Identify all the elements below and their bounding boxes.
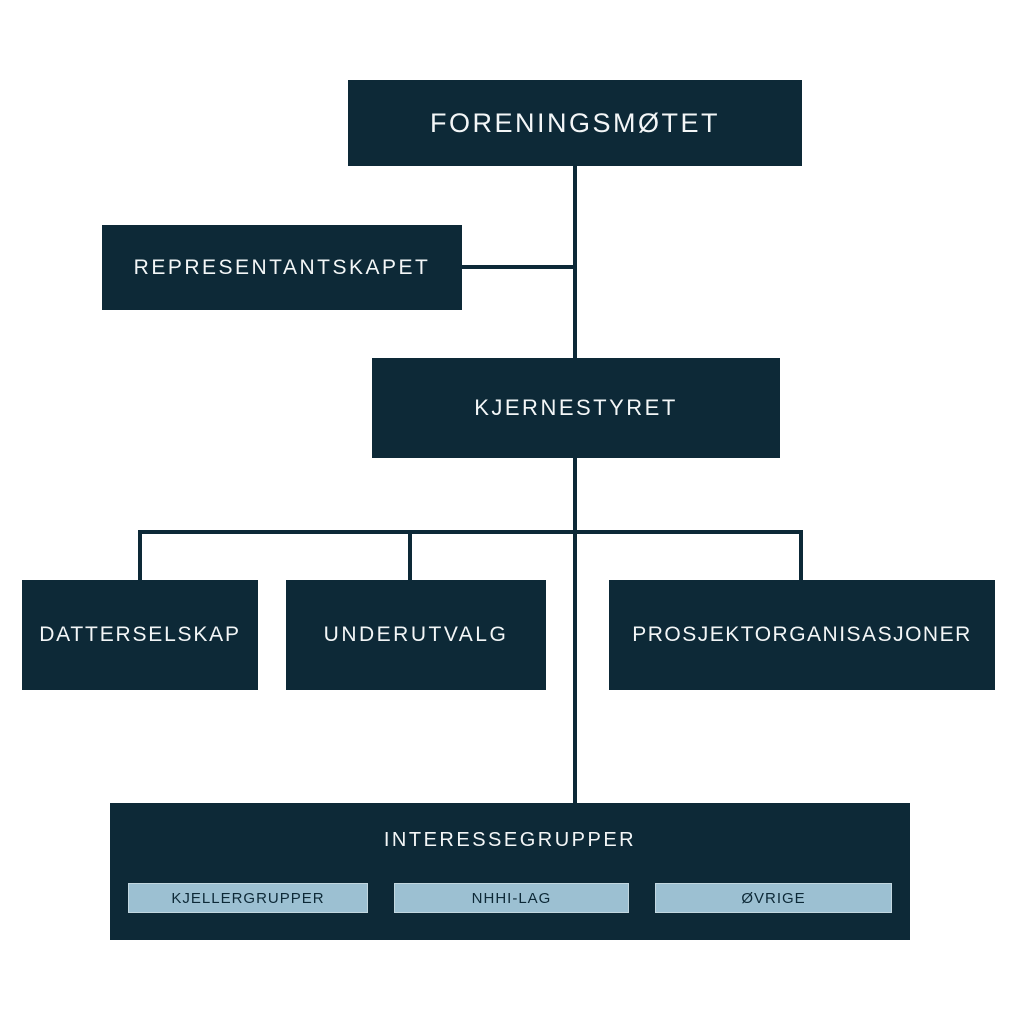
subgroup-kjellergrupper-label: KJELLERGRUPPER	[171, 889, 325, 907]
node-foreningsmotet-label: FORENINGSMØTET	[430, 107, 720, 138]
node-kjernestyret-label: KJERNESTYRET	[474, 395, 678, 420]
node-underutvalg: UNDERUTVALG	[286, 580, 546, 690]
node-interessegrupper: INTERESSEGRUPPER KJELLERGRUPPER NHHI-LAG…	[110, 803, 910, 940]
subgroup-ovrige-label: ØVRIGE	[741, 889, 806, 907]
node-underutvalg-label: UNDERUTVALG	[323, 623, 509, 646]
connector-drop-underutvalg	[408, 530, 412, 582]
node-kjernestyret: KJERNESTYRET	[372, 358, 780, 458]
node-prosjektorganisasjoner: PROSJEKTORGANISASJONER	[609, 580, 995, 690]
interessegrupper-subgroup-row: KJELLERGRUPPER NHHI-LAG ØVRIGE	[128, 883, 892, 913]
subgroup-kjellergrupper: KJELLERGRUPPER	[128, 883, 368, 913]
node-foreningsmotet: FORENINGSMØTET	[348, 80, 802, 166]
connector-kjernestyret-interessegrupper	[573, 458, 577, 805]
node-datterselskap: DATTERSELSKAP	[22, 580, 258, 690]
subgroup-nhhi-lag-label: NHHI-LAG	[471, 889, 552, 907]
node-representantskapet-label: REPRESENTANTSKAPET	[133, 255, 431, 279]
connector-representantskapet	[462, 265, 574, 269]
connector-branch-horizontal	[138, 530, 803, 534]
connector-drop-datterselskap	[138, 530, 142, 582]
node-datterselskap-label: DATTERSELSKAP	[39, 623, 241, 646]
connector-foreningsmotet-kjernestyret	[573, 166, 577, 360]
node-representantskapet: REPRESENTANTSKAPET	[102, 225, 462, 310]
subgroup-nhhi-lag: NHHI-LAG	[394, 883, 629, 913]
node-prosjektorganisasjoner-label: PROSJEKTORGANISASJONER	[632, 623, 972, 646]
connector-drop-prosjektorganisasjoner	[799, 530, 803, 582]
node-interessegrupper-label: INTERESSEGRUPPER	[383, 829, 637, 851]
subgroup-ovrige: ØVRIGE	[655, 883, 892, 913]
